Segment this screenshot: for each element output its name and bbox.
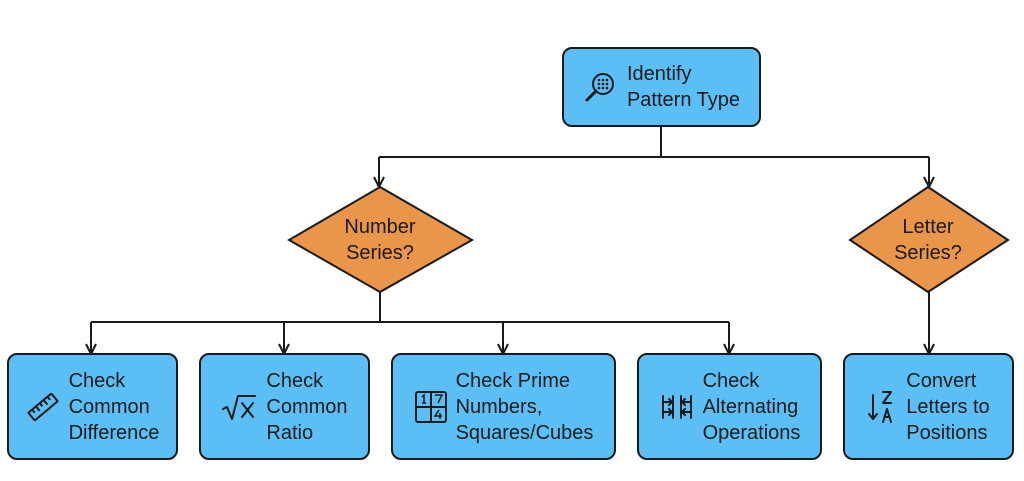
node-text-line: Ratio: [266, 421, 314, 444]
convert-letters-label: Convert Letters to Positions: [906, 368, 989, 446]
node-text-line: Squares/Cubes: [455, 421, 594, 444]
letter-series-label: Letter Series?: [873, 214, 983, 266]
convert-letters-node: Convert Letters to Positions: [843, 353, 1014, 460]
check-prime-numbers-node: Check Prime Numbers, Squares/Cubes: [391, 353, 616, 460]
number-grid-icon: [414, 390, 448, 424]
decision-text-line: Number: [344, 216, 416, 238]
node-text-line: Difference: [68, 421, 160, 444]
identify-pattern-node: Identify Pattern Type: [562, 47, 761, 127]
decision-text-line: Letter: [902, 216, 954, 238]
node-text-line: Positions: [906, 421, 988, 444]
check-alternating-operations-label: Check Alternating Operations: [703, 368, 801, 446]
check-common-difference-node: Check Common Difference: [7, 353, 178, 460]
node-text-line: Alternating: [702, 395, 799, 418]
node-text-line: Check: [702, 369, 760, 392]
node-text-line: Common: [68, 395, 150, 418]
identify-pattern-label: Identify Pattern Type: [627, 61, 740, 113]
node-text-line: Convert: [906, 369, 977, 392]
check-alternating-operations-node: Check Alternating Operations: [637, 353, 822, 460]
node-text-line: Identify: [626, 63, 692, 85]
sort-z-a-icon: [867, 389, 897, 425]
node-text-line: Check: [68, 369, 126, 392]
decision-text-line: Series?: [346, 242, 414, 264]
square-root-icon: [221, 392, 257, 422]
letter-series-diamond: [848, 185, 1010, 294]
node-text-line: Common: [266, 395, 348, 418]
node-text-line: Pattern Type: [626, 89, 741, 111]
swap-arrows-icon: [659, 392, 695, 422]
number-series-label: Number Series?: [320, 214, 440, 266]
node-text-line: Numbers,: [455, 395, 543, 418]
number-series-diamond: [286, 185, 475, 294]
node-text-line: Check Prime: [455, 369, 571, 392]
check-common-ratio-node: Check Common Ratio: [199, 353, 370, 460]
check-prime-numbers-label: Check Prime Numbers, Squares/Cubes: [456, 368, 594, 446]
node-text-line: Operations: [702, 421, 801, 444]
check-common-difference-label: Check Common Difference: [69, 368, 160, 446]
decision-text-line: Series?: [894, 242, 962, 264]
ruler-icon: [26, 390, 60, 424]
check-common-ratio-label: Check Common Ratio: [266, 368, 347, 446]
node-text-line: Check: [266, 369, 324, 392]
node-text-line: Letters to: [906, 395, 990, 418]
magnifier-dots-icon: [583, 70, 617, 104]
